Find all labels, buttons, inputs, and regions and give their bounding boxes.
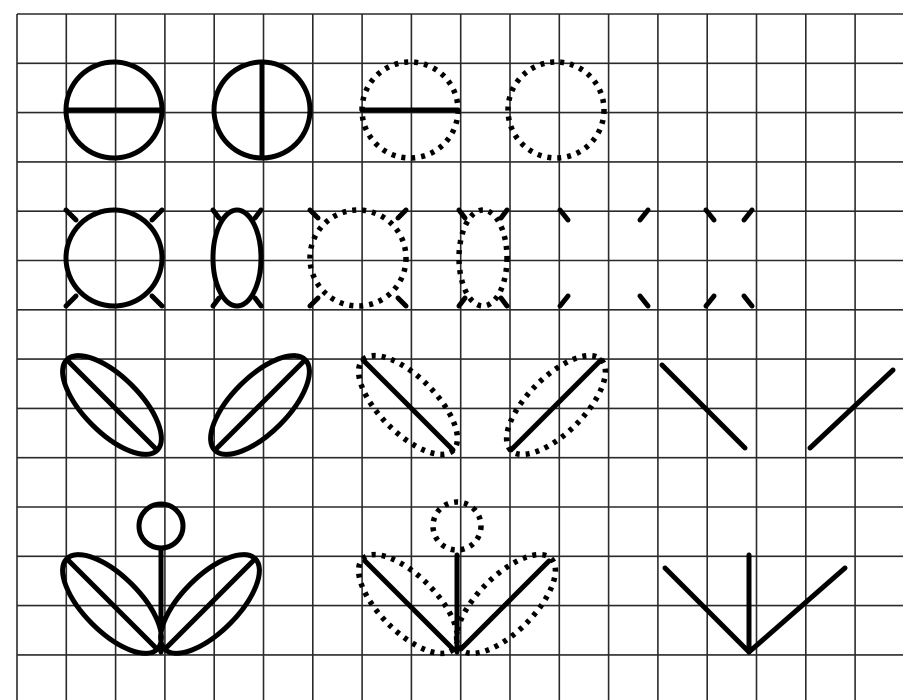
- drawing-sheet: [0, 0, 903, 700]
- paper-background: [0, 0, 903, 700]
